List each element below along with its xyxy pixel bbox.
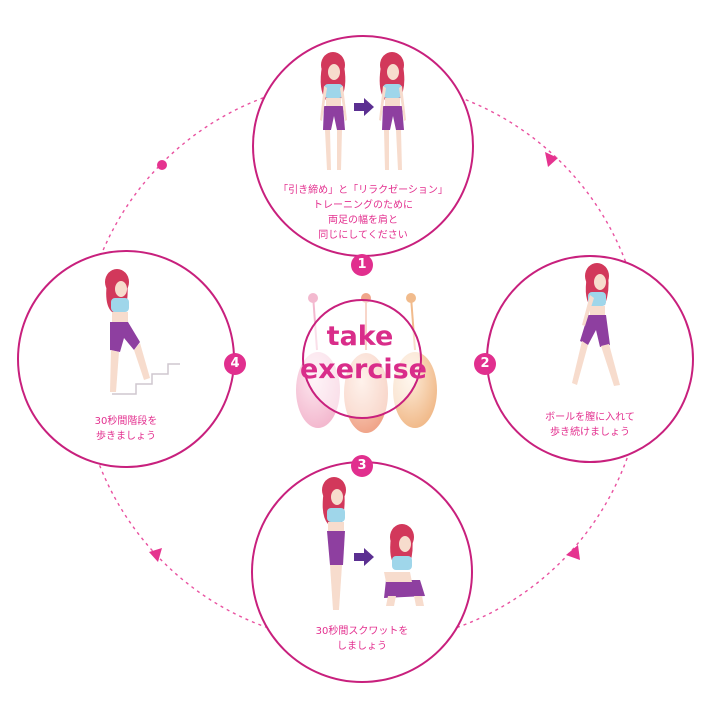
step-number-4: 4 (224, 353, 246, 375)
step-3-caption: 30秒間スクワットを しましょう (302, 624, 422, 654)
step-2-caption: ボールを膣に入れて 歩き続けましょう (530, 410, 650, 440)
step-4-caption: 30秒間階段を 歩きましょう (76, 414, 176, 444)
triangle-arrow-icon (545, 152, 558, 167)
figure-climbing-stairs (105, 269, 180, 395)
triangle-arrow-icon (149, 548, 162, 562)
figure-squatting (384, 524, 425, 606)
caption-line: 30秒間階段を (94, 416, 158, 427)
right-arrow-icon (354, 548, 374, 566)
caption-line: しましょう (337, 641, 387, 652)
caption-line: トレーニングのために (313, 200, 413, 211)
caption-line: 歩き続けましょう (550, 427, 630, 438)
caption-line: 同じにしてください (318, 230, 408, 241)
step-number-3: 3 (351, 455, 373, 477)
figure-walking (572, 263, 620, 386)
figure-standing-2 (379, 52, 406, 170)
caption-line: ボールを膣に入れて (545, 412, 635, 423)
center-circle (302, 299, 422, 419)
figure-standing-side (322, 477, 346, 610)
center-title-exercise: exercise (300, 354, 427, 385)
triangle-arrow-icon (566, 545, 580, 560)
caption-line: 「引き締め」と「リラクゼーション」 (278, 185, 448, 196)
step-number-1: 1 (351, 254, 373, 276)
step-number-2: 2 (474, 353, 496, 375)
stairs-illustration (112, 363, 180, 395)
caption-line: 両足の幅を肩と (328, 215, 398, 226)
figure-standing-1 (320, 52, 347, 170)
dot-icon (157, 160, 167, 170)
right-arrow-icon (354, 98, 374, 116)
caption-line: 歩きましょう (96, 431, 156, 442)
center-title-take: take (326, 321, 394, 352)
caption-line: 30秒間スクワットを (315, 626, 409, 637)
step-1-caption: 「引き締め」と「リラクゼーション」 トレーニングのために 両足の幅を肩と 同じに… (263, 183, 463, 243)
